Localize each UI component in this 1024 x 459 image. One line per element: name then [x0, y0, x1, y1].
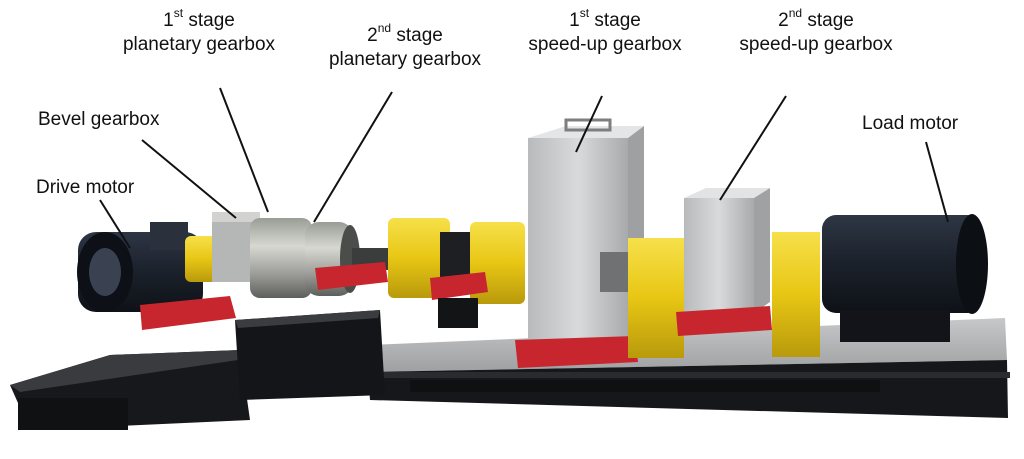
load-motor	[822, 214, 988, 342]
speed-up-gearbox-1	[515, 118, 644, 368]
label-load-motor: Load motor	[862, 113, 959, 134]
planetary-gearbox-2	[305, 222, 388, 296]
coupling-2	[628, 238, 684, 358]
label-1st-stage-speed-up-gearbox: 1st stage speed-up gearbox	[528, 5, 682, 55]
label-2nd-stage-planetary-gearbox: 2nd stage planetary gearbox	[328, 20, 482, 70]
drive-motor	[77, 222, 236, 330]
label-1st-stage-planetary-gearbox: 1st stage planetary gearbox	[122, 5, 276, 55]
planetary-gearbox-1	[250, 218, 312, 298]
label-2nd-stage-speed-up-gearbox: 2nd stage speed-up gearbox	[739, 5, 893, 55]
leader-lines	[99, 87, 949, 249]
label-drive-motor: Drive motor	[36, 177, 135, 198]
coupling-1	[388, 218, 525, 328]
speed-up-gearbox-2	[676, 188, 772, 336]
coupling-3	[772, 232, 820, 357]
label-bevel-gearbox: Bevel gearbox	[38, 109, 160, 130]
